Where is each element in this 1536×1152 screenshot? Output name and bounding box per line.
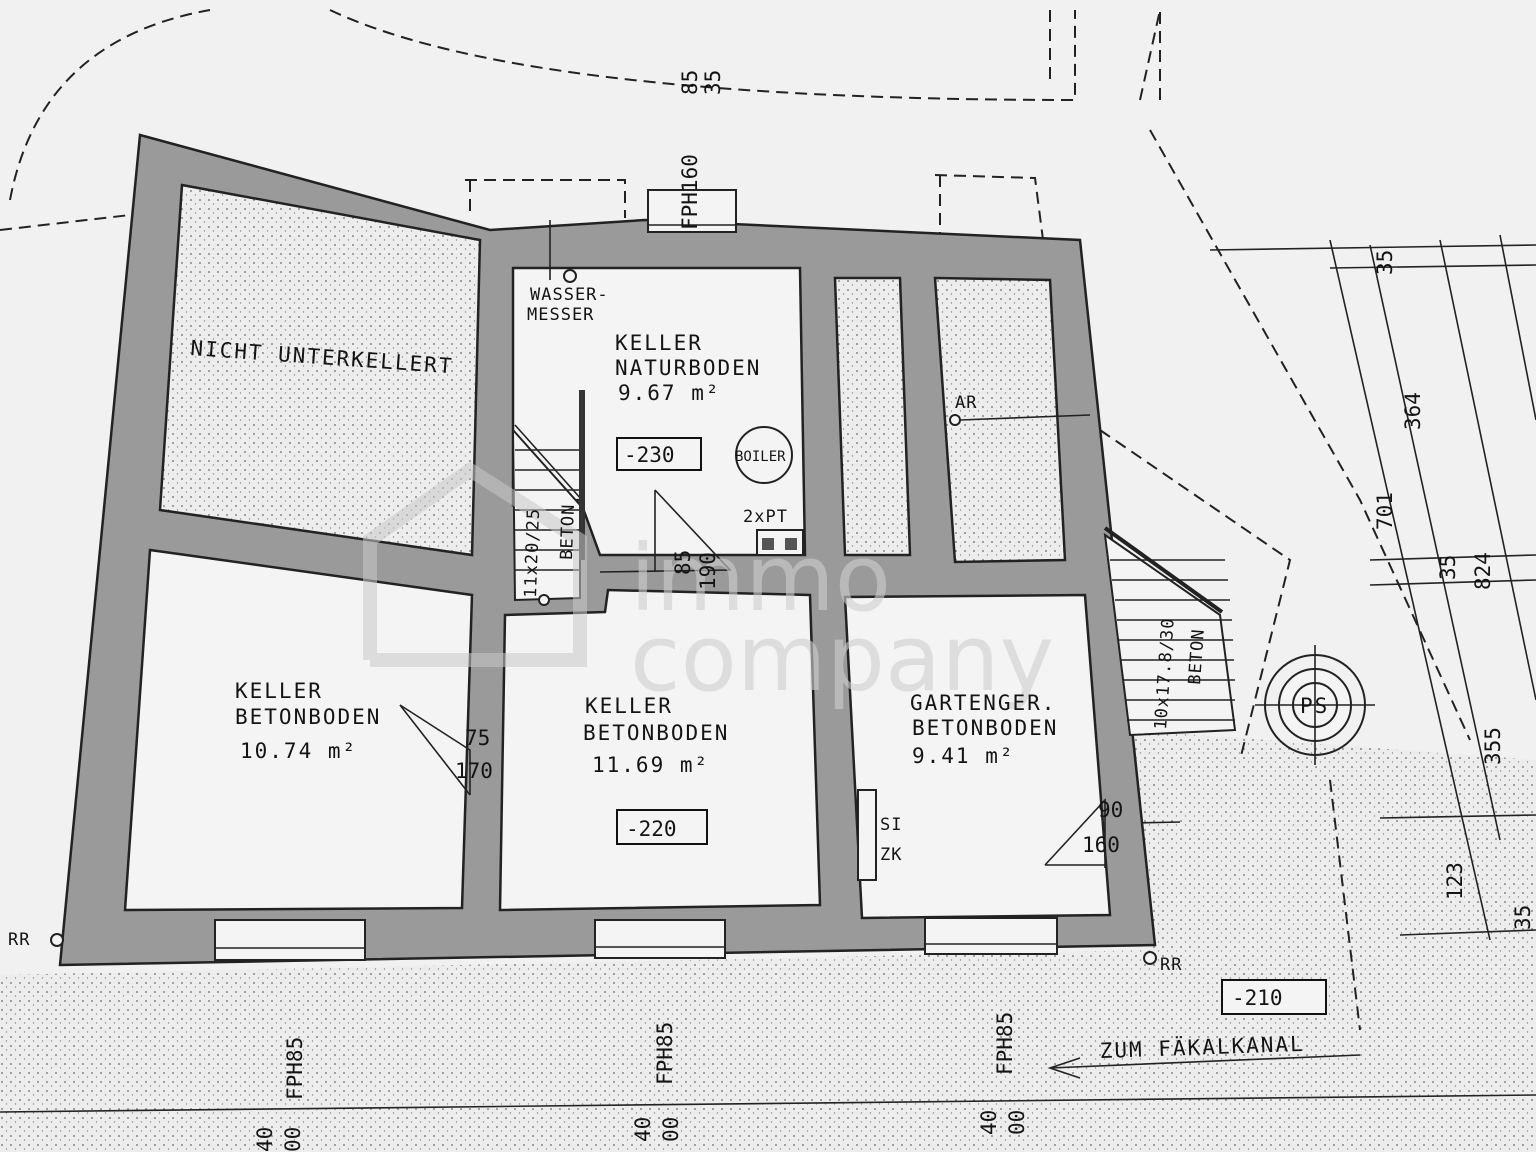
dim-right-701: 701: [1373, 492, 1397, 530]
dimension-lines-right: [0, 234, 1536, 1113]
boiler-icon: [735, 426, 793, 484]
dim-door-right-160: 160: [1082, 833, 1120, 857]
dim-win3-sub-b: 00: [1005, 1110, 1029, 1135]
dim-win1: FPH85: [283, 1037, 307, 1100]
dim-win3: FPH85: [993, 1012, 1017, 1075]
dim-win3-sub-a: 40: [977, 1110, 1001, 1135]
watermark-line1: immo: [630, 525, 891, 632]
dim-right-123: 123: [1443, 862, 1467, 900]
label-garten-name: GARTENGER.: [910, 691, 1056, 715]
label-wassermesser-1: WASSER-: [530, 285, 609, 305]
label-si: SI: [880, 815, 902, 835]
room-keller-center: [498, 588, 822, 912]
level-box-outside: [1221, 979, 1327, 1015]
stairs-right: [1103, 526, 1237, 737]
dim-top-85: 85: [678, 70, 702, 95]
label-boiler: BOILER: [735, 449, 786, 465]
label-rr-right: RR: [1160, 955, 1182, 975]
label-beton-left: BETON: [557, 503, 579, 560]
label-stairs-left: 11x20/25: [521, 508, 544, 599]
windows: [214, 189, 1058, 961]
dim-right-35c: 35: [1511, 905, 1535, 930]
label-garten-area: 9.41 m²: [912, 744, 1015, 768]
label-rr-left: RR: [8, 930, 30, 950]
dim-win2-sub-a: 40: [631, 1117, 655, 1142]
label-ps: PS: [1300, 694, 1329, 718]
dim-door-mid-190: 190: [696, 552, 720, 590]
level-box-natur: [616, 437, 702, 471]
label-2xpt: 2xPT: [743, 507, 788, 527]
dim-right-364: 364: [1401, 392, 1425, 430]
room-gartenger: [843, 593, 1112, 920]
label-wassermesser-2: MESSER: [527, 305, 594, 325]
label-natur-area: 9.67 m²: [618, 381, 721, 405]
dim-win2-sub-b: 00: [659, 1117, 683, 1142]
label-center-area: 11.69 m²: [592, 753, 709, 777]
watermark-line2: company: [630, 605, 1054, 712]
label-left-name: KELLER: [235, 679, 323, 703]
dim-win1-sub-a: 40: [253, 1127, 277, 1152]
watermark-logo: [363, 461, 587, 667]
level-center: -220: [626, 817, 677, 841]
label-ar: AR: [955, 393, 977, 413]
room-ar: [933, 276, 1067, 564]
fixtures: [50, 220, 1157, 965]
label-left-area: 10.74 m²: [240, 739, 357, 763]
dim-right-355: 355: [1481, 727, 1505, 765]
faekalkanal-arrow: [1047, 1054, 1361, 1079]
room-nicht-unterkellert: [158, 183, 482, 557]
dim-win1-sub-b: 00: [281, 1127, 305, 1152]
label-zk: ZK: [880, 845, 902, 865]
ground-right: [1130, 730, 1536, 950]
dim-top-35: 35: [701, 70, 725, 95]
dashed-outlines: [0, 9, 1471, 1031]
dim-right-35b: 35: [1436, 555, 1460, 580]
door-swings: [399, 489, 1106, 868]
dim-win2: FPH85: [653, 1022, 677, 1085]
label-center-name: KELLER: [585, 694, 673, 718]
label-natur-floor: NATURBODEN: [615, 356, 761, 380]
ground-strip: [0, 930, 1536, 1152]
label-garten-floor: BETONBODEN: [912, 716, 1058, 740]
label-beton-right: BETON: [1185, 628, 1209, 685]
level-box-center: [616, 809, 708, 845]
shaft-1: [833, 276, 912, 557]
dim-top-window: FPH160: [678, 154, 702, 230]
label-natur-name: KELLER: [615, 331, 703, 355]
dim-door-right-90: 90: [1098, 798, 1123, 822]
dim-right-35a: 35: [1373, 250, 1397, 275]
dim-door-left-75: 75: [465, 726, 490, 750]
level-outside: -210: [1232, 986, 1283, 1010]
label-center-floor: BETONBODEN: [583, 721, 729, 745]
dim-right-824: 824: [1471, 552, 1495, 590]
level-natur: -230: [624, 443, 675, 467]
dim-door-mid-85: 85: [671, 550, 695, 575]
ps-symbol: [1255, 645, 1375, 765]
dim-door-left-170: 170: [455, 759, 493, 783]
label-left-floor: BETONBODEN: [235, 705, 381, 729]
